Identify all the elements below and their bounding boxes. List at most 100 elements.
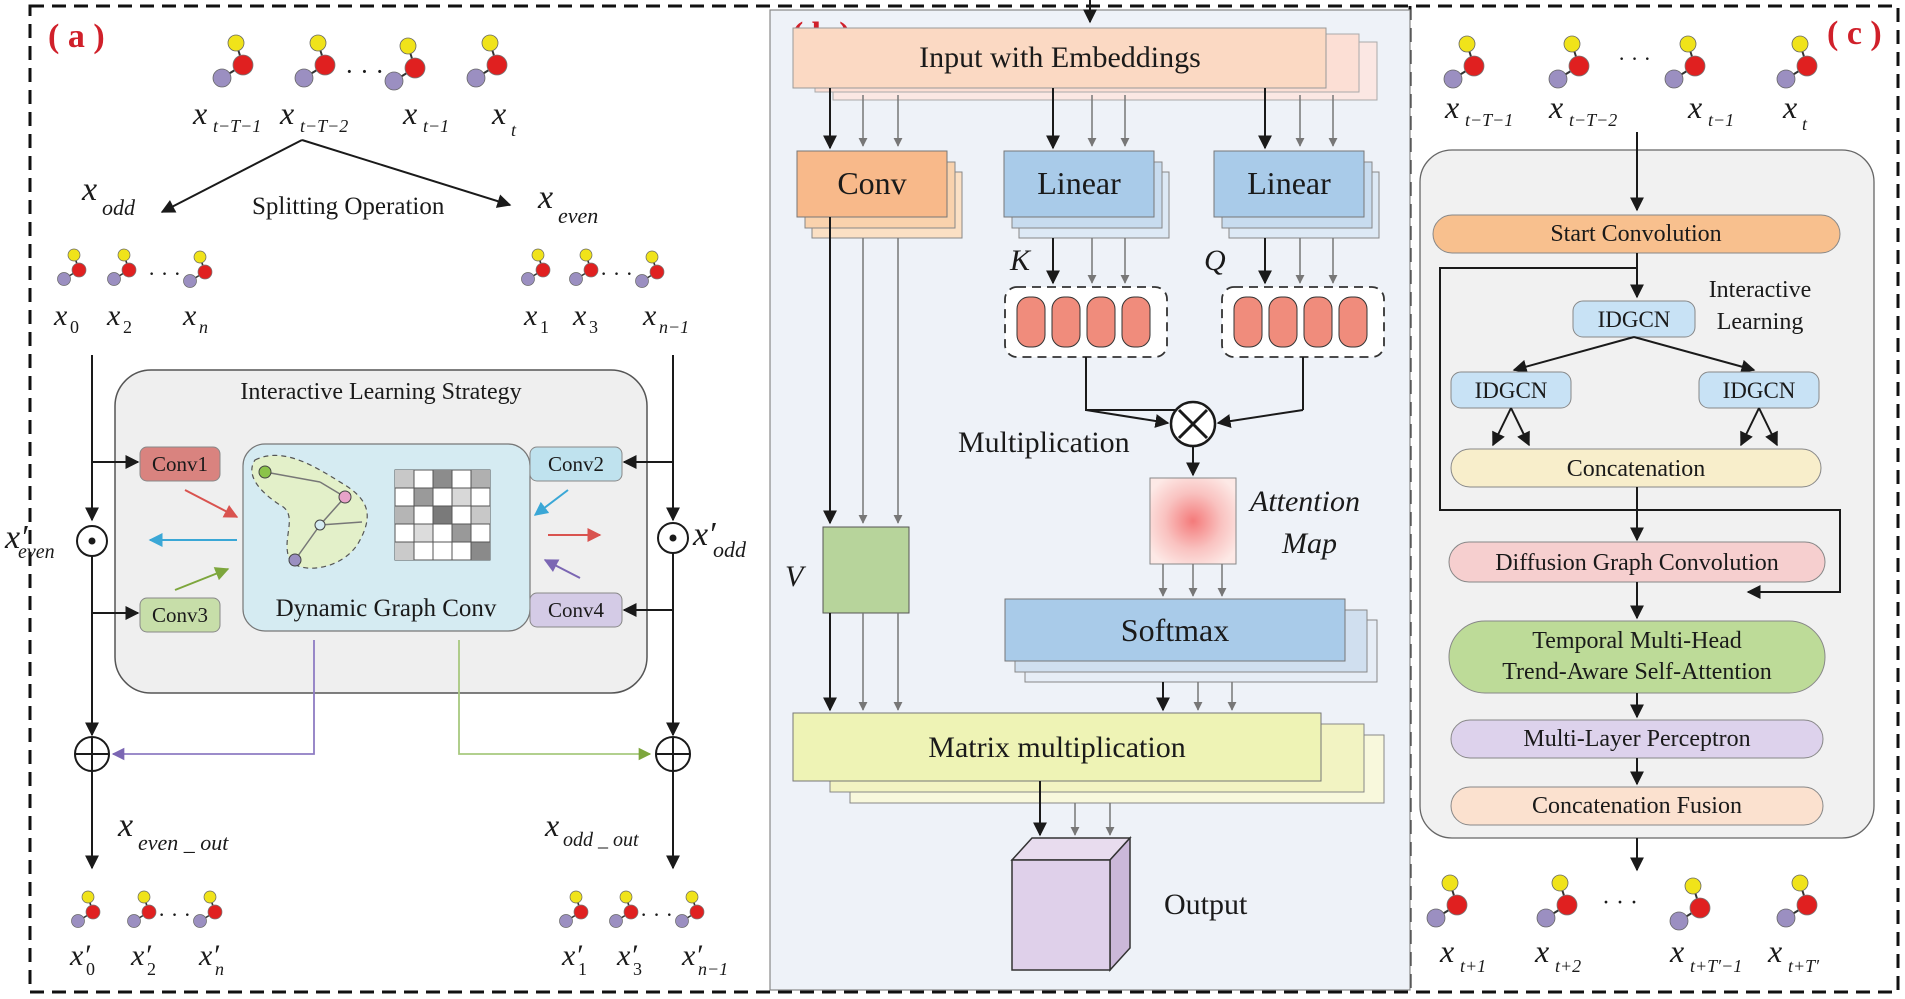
molecule-icon: [212, 34, 254, 88]
concatenation-label: Concatenation: [1567, 456, 1706, 482]
panel-c-label: ( c ): [1827, 15, 1882, 52]
molecule-icon: [1776, 874, 1818, 928]
idgcn-right-label: IDGCN: [1723, 378, 1796, 403]
molecule-icon: [106, 248, 137, 287]
xn-1-label: x: [642, 299, 657, 332]
molecule-icon: [70, 890, 101, 929]
attention-map-box: [1149, 477, 1237, 565]
conv-box: [796, 150, 948, 218]
input-x-t: x: [491, 95, 506, 131]
c-input-x-t-1: x: [1687, 89, 1702, 125]
attention-label-1: Attention: [1248, 485, 1360, 518]
c-output-x-t+T'-1: x: [1669, 933, 1684, 969]
molecule-icon: [1536, 874, 1578, 928]
molecule-icon: [294, 34, 336, 88]
conv3-label: Conv3: [152, 603, 208, 627]
svg-text:t−T−2: t−T−2: [1569, 110, 1617, 130]
x3-prime-label: x′: [616, 939, 637, 972]
linear-q-box: [1213, 150, 1365, 218]
svg-text:t+T′: t+T′: [1788, 956, 1820, 976]
svg-text:t−1: t−1: [1708, 110, 1734, 130]
conv2-box: [529, 446, 623, 482]
x-odd-out-label: x: [544, 807, 559, 843]
molecule-icon: [1548, 35, 1590, 89]
c-input-x-t-T-2: x: [1548, 89, 1563, 125]
output-cube-icon: [1010, 836, 1132, 972]
svg-text:t−T−1: t−T−1: [1465, 110, 1513, 130]
svg-text:t+2: t+2: [1555, 956, 1581, 976]
svg-text:even _ out: even _ out: [138, 830, 229, 855]
conv1-box: [139, 446, 221, 482]
svg-text:0: 0: [86, 959, 95, 979]
svg-text:· · ·: · · ·: [345, 57, 384, 86]
molecule-icon: [1669, 877, 1711, 931]
temporal-attention-label-2: Trend-Aware Self-Attention: [1502, 659, 1772, 685]
c-input-x-t-T-1: x: [1444, 89, 1459, 125]
c-input-x-t: x: [1782, 89, 1797, 125]
svg-text:· · ·: · · ·: [148, 261, 181, 286]
interactive-learning-title: Interactive Learning Strategy: [240, 379, 521, 405]
conv4-label: Conv4: [548, 598, 605, 622]
start-convolution-label: Start Convolution: [1550, 221, 1721, 247]
svg-text:2: 2: [147, 959, 156, 979]
x-even-prime-label: x′: [4, 519, 28, 556]
interactive-label-2: Learning: [1717, 309, 1804, 335]
matrix-multiplication-label: Matrix multiplication: [928, 731, 1185, 764]
svg-text:1: 1: [540, 317, 549, 337]
panel-c: ( c ) · · · x t−T−1 x t−T−2 x t−1 x t St…: [1419, 15, 1882, 976]
xn-1-prime-label: x′: [681, 939, 702, 972]
graph-cluster-icon: [251, 454, 368, 569]
x-odd-prime-label: x′: [692, 516, 716, 553]
svg-text:3: 3: [589, 317, 598, 337]
conv2-label: Conv2: [548, 452, 604, 476]
svg-text:t+1: t+1: [1460, 956, 1486, 976]
molecule-icon: [1776, 35, 1818, 89]
diffusion-graph-label: Diffusion Graph Convolution: [1495, 550, 1779, 576]
conv-label: Conv: [837, 165, 906, 201]
c-output-x-t+T': x: [1767, 933, 1782, 969]
conv4-box: [529, 592, 623, 628]
input-embeddings-label: Input with Embeddings: [919, 41, 1201, 74]
svg-text:n−1: n−1: [698, 959, 728, 979]
c-output-x-t+2: x: [1534, 933, 1549, 969]
conv1-label: Conv1: [152, 452, 208, 476]
svg-text:t+T′−1: t+T′−1: [1690, 956, 1742, 976]
x2-prime-label: x′: [130, 939, 151, 972]
x-even-out-label: x: [117, 807, 133, 844]
idgcn-left-label: IDGCN: [1475, 378, 1548, 403]
svg-text:3: 3: [633, 959, 642, 979]
svg-text:2: 2: [123, 317, 132, 337]
conv3-box: [139, 597, 221, 633]
svg-text:n−1: n−1: [659, 317, 689, 337]
svg-text:odd _ out: odd _ out: [563, 829, 639, 851]
x-even-label: x: [537, 179, 553, 216]
svg-text:t−T−1: t−T−1: [213, 116, 261, 136]
x1-prime-label: x′: [561, 939, 582, 972]
svg-text:t: t: [511, 120, 517, 140]
svg-text:even: even: [558, 203, 598, 228]
temporal-attention-label-1: Temporal Multi-Head: [1532, 628, 1742, 654]
molecule-icon: [1664, 35, 1706, 89]
x0-prime-label: x′: [69, 939, 90, 972]
molecule-icon: [182, 250, 213, 289]
svg-text:odd: odd: [102, 195, 136, 220]
interactive-label-1: Interactive: [1709, 277, 1812, 303]
concatenation-fusion-label: Concatenation Fusion: [1532, 793, 1742, 819]
svg-text:t−T−2: t−T−2: [300, 116, 348, 136]
svg-text:· · ·: · · ·: [1618, 46, 1651, 71]
mlp-label: Multi-Layer Perceptron: [1523, 726, 1750, 752]
matrix-multiplication-box: [792, 712, 1322, 782]
c-output-x-t+1: x: [1439, 933, 1454, 969]
v-label: V: [785, 560, 807, 593]
input-x-t-T-2: x: [279, 95, 294, 131]
softmax-box: [1004, 598, 1346, 662]
panel-a-label: ( a ): [48, 18, 105, 55]
v-box: [822, 526, 910, 614]
adjacency-matrix-icon: [394, 469, 491, 561]
molecule-icon: [568, 248, 599, 287]
svg-text:0: 0: [70, 317, 79, 337]
svg-text:· · ·: · · ·: [158, 902, 191, 927]
svg-text:n: n: [199, 317, 208, 337]
molecule-icon: [192, 890, 223, 929]
